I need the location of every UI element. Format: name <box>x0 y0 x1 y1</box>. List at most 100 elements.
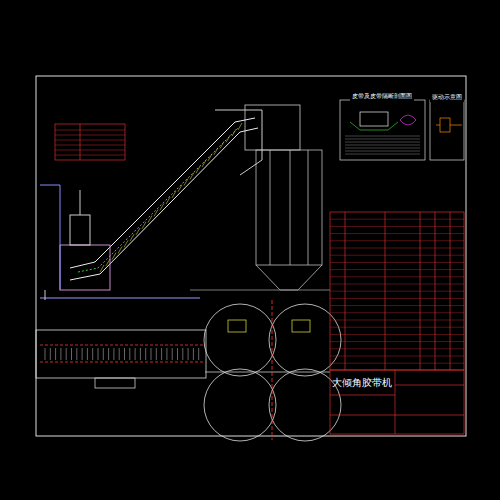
stroke <box>130 234 134 241</box>
stroke <box>55 155 125 156</box>
stroke <box>156 348 157 360</box>
heading-text: 皮带及皮带隔断剖面图 <box>352 92 412 101</box>
stroke <box>330 341 464 342</box>
stroke <box>118 246 122 253</box>
view-heading: 皮带及皮带隔断剖面图 <box>350 91 414 102</box>
stroke <box>330 262 464 263</box>
stroke <box>82 348 83 360</box>
stroke <box>220 142 224 149</box>
stroke <box>196 166 200 173</box>
stroke <box>55 150 125 151</box>
stroke <box>330 305 464 306</box>
stroke <box>330 269 464 270</box>
stroke <box>160 203 164 210</box>
parts-list-rows <box>330 219 464 363</box>
stroke <box>330 284 464 285</box>
stroke <box>330 276 464 277</box>
stroke <box>124 348 125 360</box>
stroke <box>345 142 420 143</box>
drive-diagram <box>430 100 464 160</box>
stroke <box>190 172 194 179</box>
stroke <box>226 135 230 142</box>
stroke <box>330 348 464 349</box>
stroke <box>330 233 464 234</box>
stroke <box>87 348 88 360</box>
drawing-title: 大倾角胶带机 <box>332 376 392 390</box>
stroke <box>238 123 242 130</box>
stroke <box>100 265 104 272</box>
plan-view <box>36 300 341 441</box>
stroke <box>55 348 56 360</box>
section-detail <box>340 100 425 160</box>
stroke <box>178 185 182 192</box>
sheet-border <box>36 76 466 436</box>
stroke <box>330 248 464 249</box>
stroke <box>142 222 146 229</box>
stroke <box>184 179 188 186</box>
stroke <box>330 226 464 227</box>
stroke <box>345 136 420 137</box>
silos <box>190 105 330 290</box>
stroke <box>55 130 125 131</box>
stroke <box>92 348 93 360</box>
stroke <box>60 348 61 360</box>
stroke <box>45 348 46 360</box>
stroke <box>330 356 464 357</box>
spec-table-rows <box>55 130 125 155</box>
stroke <box>172 191 176 198</box>
parts-list <box>330 212 464 370</box>
stroke <box>202 160 206 167</box>
stroke <box>55 140 125 141</box>
stroke <box>330 334 464 335</box>
plan-cleats <box>45 348 199 360</box>
stroke <box>71 348 72 360</box>
stroke <box>112 253 116 260</box>
stroke <box>345 151 420 152</box>
stroke <box>166 197 170 204</box>
stroke <box>198 348 199 360</box>
stroke <box>140 348 141 360</box>
heading-text: 驱动示意图 <box>432 94 462 101</box>
spec-table <box>55 124 125 160</box>
inclined-conveyor <box>40 110 262 300</box>
stroke <box>330 291 464 292</box>
stroke <box>119 348 120 360</box>
stroke <box>177 348 178 360</box>
stroke <box>208 154 212 161</box>
stroke <box>113 348 114 360</box>
stroke <box>145 348 146 360</box>
stroke <box>76 348 77 360</box>
stroke <box>330 219 464 220</box>
stroke <box>161 348 162 360</box>
stroke <box>55 135 125 136</box>
stroke <box>188 348 189 360</box>
stroke <box>345 154 420 155</box>
stroke <box>330 240 464 241</box>
stroke <box>148 216 152 223</box>
stroke <box>330 320 464 321</box>
stroke <box>345 148 420 149</box>
stroke <box>330 363 464 364</box>
stroke <box>330 327 464 328</box>
stroke <box>166 348 167 360</box>
stroke <box>129 348 130 360</box>
stroke <box>345 139 420 140</box>
stroke <box>50 348 51 360</box>
stroke <box>124 240 128 247</box>
title-block <box>330 370 464 434</box>
stroke <box>330 312 464 313</box>
stroke <box>108 348 109 360</box>
stroke <box>135 348 136 360</box>
stroke <box>66 348 67 360</box>
stroke <box>193 348 194 360</box>
belt-cleats <box>100 123 242 272</box>
stroke <box>330 255 464 256</box>
stroke <box>55 145 125 146</box>
stroke <box>151 348 152 360</box>
stroke <box>214 148 218 155</box>
stroke <box>172 348 173 360</box>
